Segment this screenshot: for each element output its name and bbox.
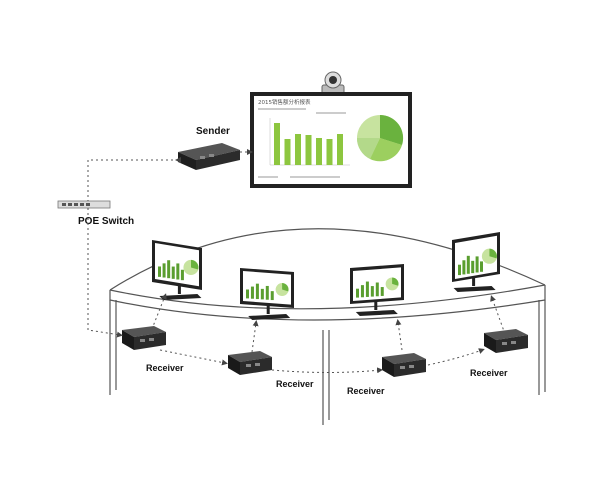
monitor-bar [158,266,161,277]
tv-bar [326,139,333,165]
receiver-top [228,351,272,362]
receiver-port [149,338,154,341]
monitor-base [159,294,202,300]
camera-icon [321,71,345,95]
tv-bar [274,123,280,165]
monitor-pie-slice [489,248,497,259]
monitor-bar [466,255,470,274]
monitor-bar [360,285,364,298]
receivers [122,326,528,377]
monitor-bar [270,291,274,301]
receiver-port [246,364,251,367]
receiver-device [228,351,272,375]
receiver-label-1: Receiver [146,363,184,373]
tv-bar [316,138,322,165]
poe-switch [57,200,111,209]
monitor-bar [180,269,184,281]
main-tv: 2015销售额分析报表 [250,92,412,188]
monitor-bar [462,260,466,275]
monitor [240,268,294,320]
monitor-bar [365,281,369,297]
link-receiver1-monitor1 [149,293,167,335]
monitor-pie-slice [392,277,399,286]
connection-links [87,149,506,374]
tv-title: 2015销售额分析报表 [258,98,311,106]
link-switch-receiver1 [87,208,123,338]
link-receiver4-monitor4 [490,295,506,335]
link-receiver2-3 [271,367,383,374]
link-receiver2-monitor2 [251,320,259,353]
monitor-bar [480,261,483,272]
monitor-bar [375,282,379,297]
link-sender-switch [87,157,181,201]
link-receiver1-2 [159,349,228,366]
monitor-bar [255,283,259,300]
receiver-port [400,366,405,369]
monitor-bar [380,287,384,296]
tv-pie-chart [356,114,404,162]
sender-device [178,143,240,170]
receiver-port [511,341,516,344]
monitor [452,232,500,292]
monitor-bar [176,263,180,280]
receiver-side [484,333,496,353]
monitor-bar [475,256,479,273]
monitor-bar [162,263,166,278]
monitor-bar [171,266,175,279]
monitor-bar [370,286,374,297]
receiver-port [409,365,414,368]
receiver-top [484,329,528,340]
monitor-base [355,310,398,316]
monitor-bar [167,260,171,279]
monitors [152,232,500,320]
monitor-bar [246,289,249,299]
receiver-port [140,339,145,342]
receiver-device [382,353,426,377]
monitor-pie-slice [191,259,199,270]
link-receiver3-monitor3 [395,319,403,351]
link-receiver3-4 [427,348,485,366]
monitor-bar [260,288,264,300]
receiver-device [122,326,166,350]
receiver-side [382,357,394,377]
tv-bar [337,134,343,165]
receiver-port [502,342,507,345]
tv-bar-chart [274,123,343,165]
monitor-base [248,314,291,320]
monitor-bar [356,288,359,298]
receiver-side [228,355,240,375]
tv-bar [284,139,291,165]
tv-bar [295,134,301,165]
monitor [350,264,404,316]
receiver-device [484,329,528,353]
monitor-pie-slice [282,283,289,292]
receiver-top [122,326,166,337]
receiver-top [382,353,426,364]
receiver-label-4: Receiver [470,368,508,378]
receiver-side [122,330,134,350]
monitor-base [453,286,496,292]
table-front-curve [109,285,546,321]
poe-switch-label: POE Switch [78,216,134,227]
tv-bar [305,135,312,165]
receiver-label-2: Receiver [276,379,314,389]
monitor-bar [265,285,269,300]
sender-label: Sender [196,126,230,137]
receiver-label-3: Receiver [347,386,385,396]
receiver-port [255,363,260,366]
monitor-bar [471,260,475,274]
monitor [152,240,202,300]
monitor-bar [458,264,461,276]
monitor-bar [250,286,254,299]
